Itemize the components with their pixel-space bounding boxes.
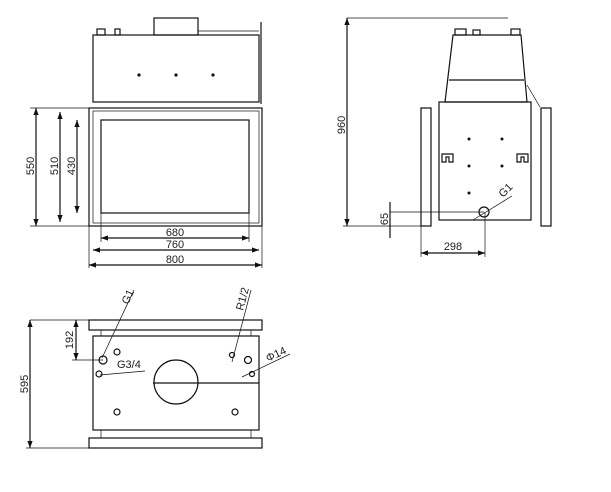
dim-430: 430 xyxy=(66,157,78,175)
hood xyxy=(444,34,528,103)
dim-800: 800 xyxy=(166,254,184,266)
outer-frame xyxy=(88,107,263,227)
label-g1-side: G1 xyxy=(497,181,516,200)
label-r12: R1/2 xyxy=(234,286,252,312)
dim-595: 595 xyxy=(19,375,31,393)
label-g34: G3/4 xyxy=(117,359,141,371)
side-view: G1 960 65 298 xyxy=(336,17,552,257)
label-g1: G1 xyxy=(120,288,137,306)
dim-510: 510 xyxy=(49,157,61,175)
dim-760: 760 xyxy=(166,239,184,251)
dim-298: 298 xyxy=(444,241,462,253)
dim-65: 65 xyxy=(379,213,391,225)
front-view: 550 510 430 680 760 800 xyxy=(25,17,263,268)
top-view: 595 192 G1 G3/4 R1/2 Φ14 xyxy=(19,286,291,449)
dim-550: 550 xyxy=(25,157,37,175)
upper-housing xyxy=(92,34,260,103)
glass xyxy=(100,119,250,214)
dim-680: 680 xyxy=(166,227,184,239)
flue-box xyxy=(153,17,199,36)
flue-outlet xyxy=(153,359,199,405)
dim-960: 960 xyxy=(336,116,348,134)
label-d14: Φ14 xyxy=(264,345,288,365)
dim-192: 192 xyxy=(64,331,76,349)
